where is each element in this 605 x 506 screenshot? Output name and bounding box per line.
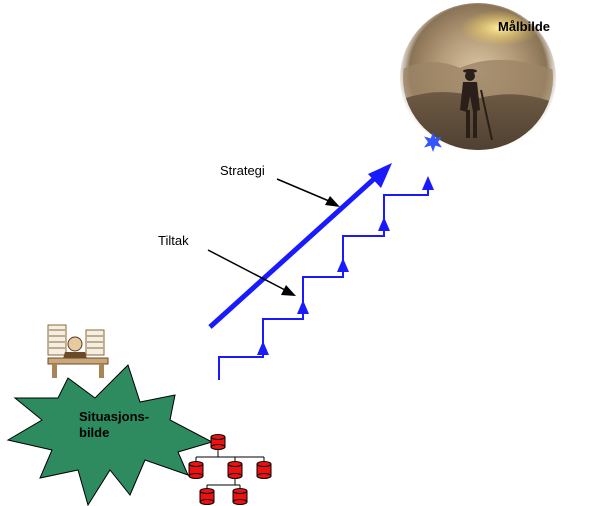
situation-starburst: Situasjons- bilde <box>6 364 214 506</box>
step-arrow-5 <box>422 176 434 190</box>
target-image: Målbilde <box>400 3 556 153</box>
strategy-arrow <box>208 163 392 329</box>
goal-star-icon <box>424 132 442 152</box>
measures-callout: Tiltak <box>158 233 296 296</box>
step-arrow-1 <box>257 341 269 355</box>
measures-label: Tiltak <box>158 233 189 248</box>
step-arrow-2 <box>297 300 309 314</box>
step-arrow-4 <box>378 217 390 231</box>
step-arrow-3 <box>337 258 349 272</box>
database-network-icon <box>188 434 272 505</box>
target-label: Målbilde <box>498 19 550 34</box>
strategy-label: Strategi <box>220 163 265 178</box>
situation-image <box>47 324 109 378</box>
situation-label-line1: Situasjons- <box>79 409 149 424</box>
measures-staircase <box>218 176 434 380</box>
hiker-icon <box>460 69 493 141</box>
strategy-callout: Strategi <box>220 163 340 207</box>
situation-label-line2: bilde <box>79 425 109 440</box>
